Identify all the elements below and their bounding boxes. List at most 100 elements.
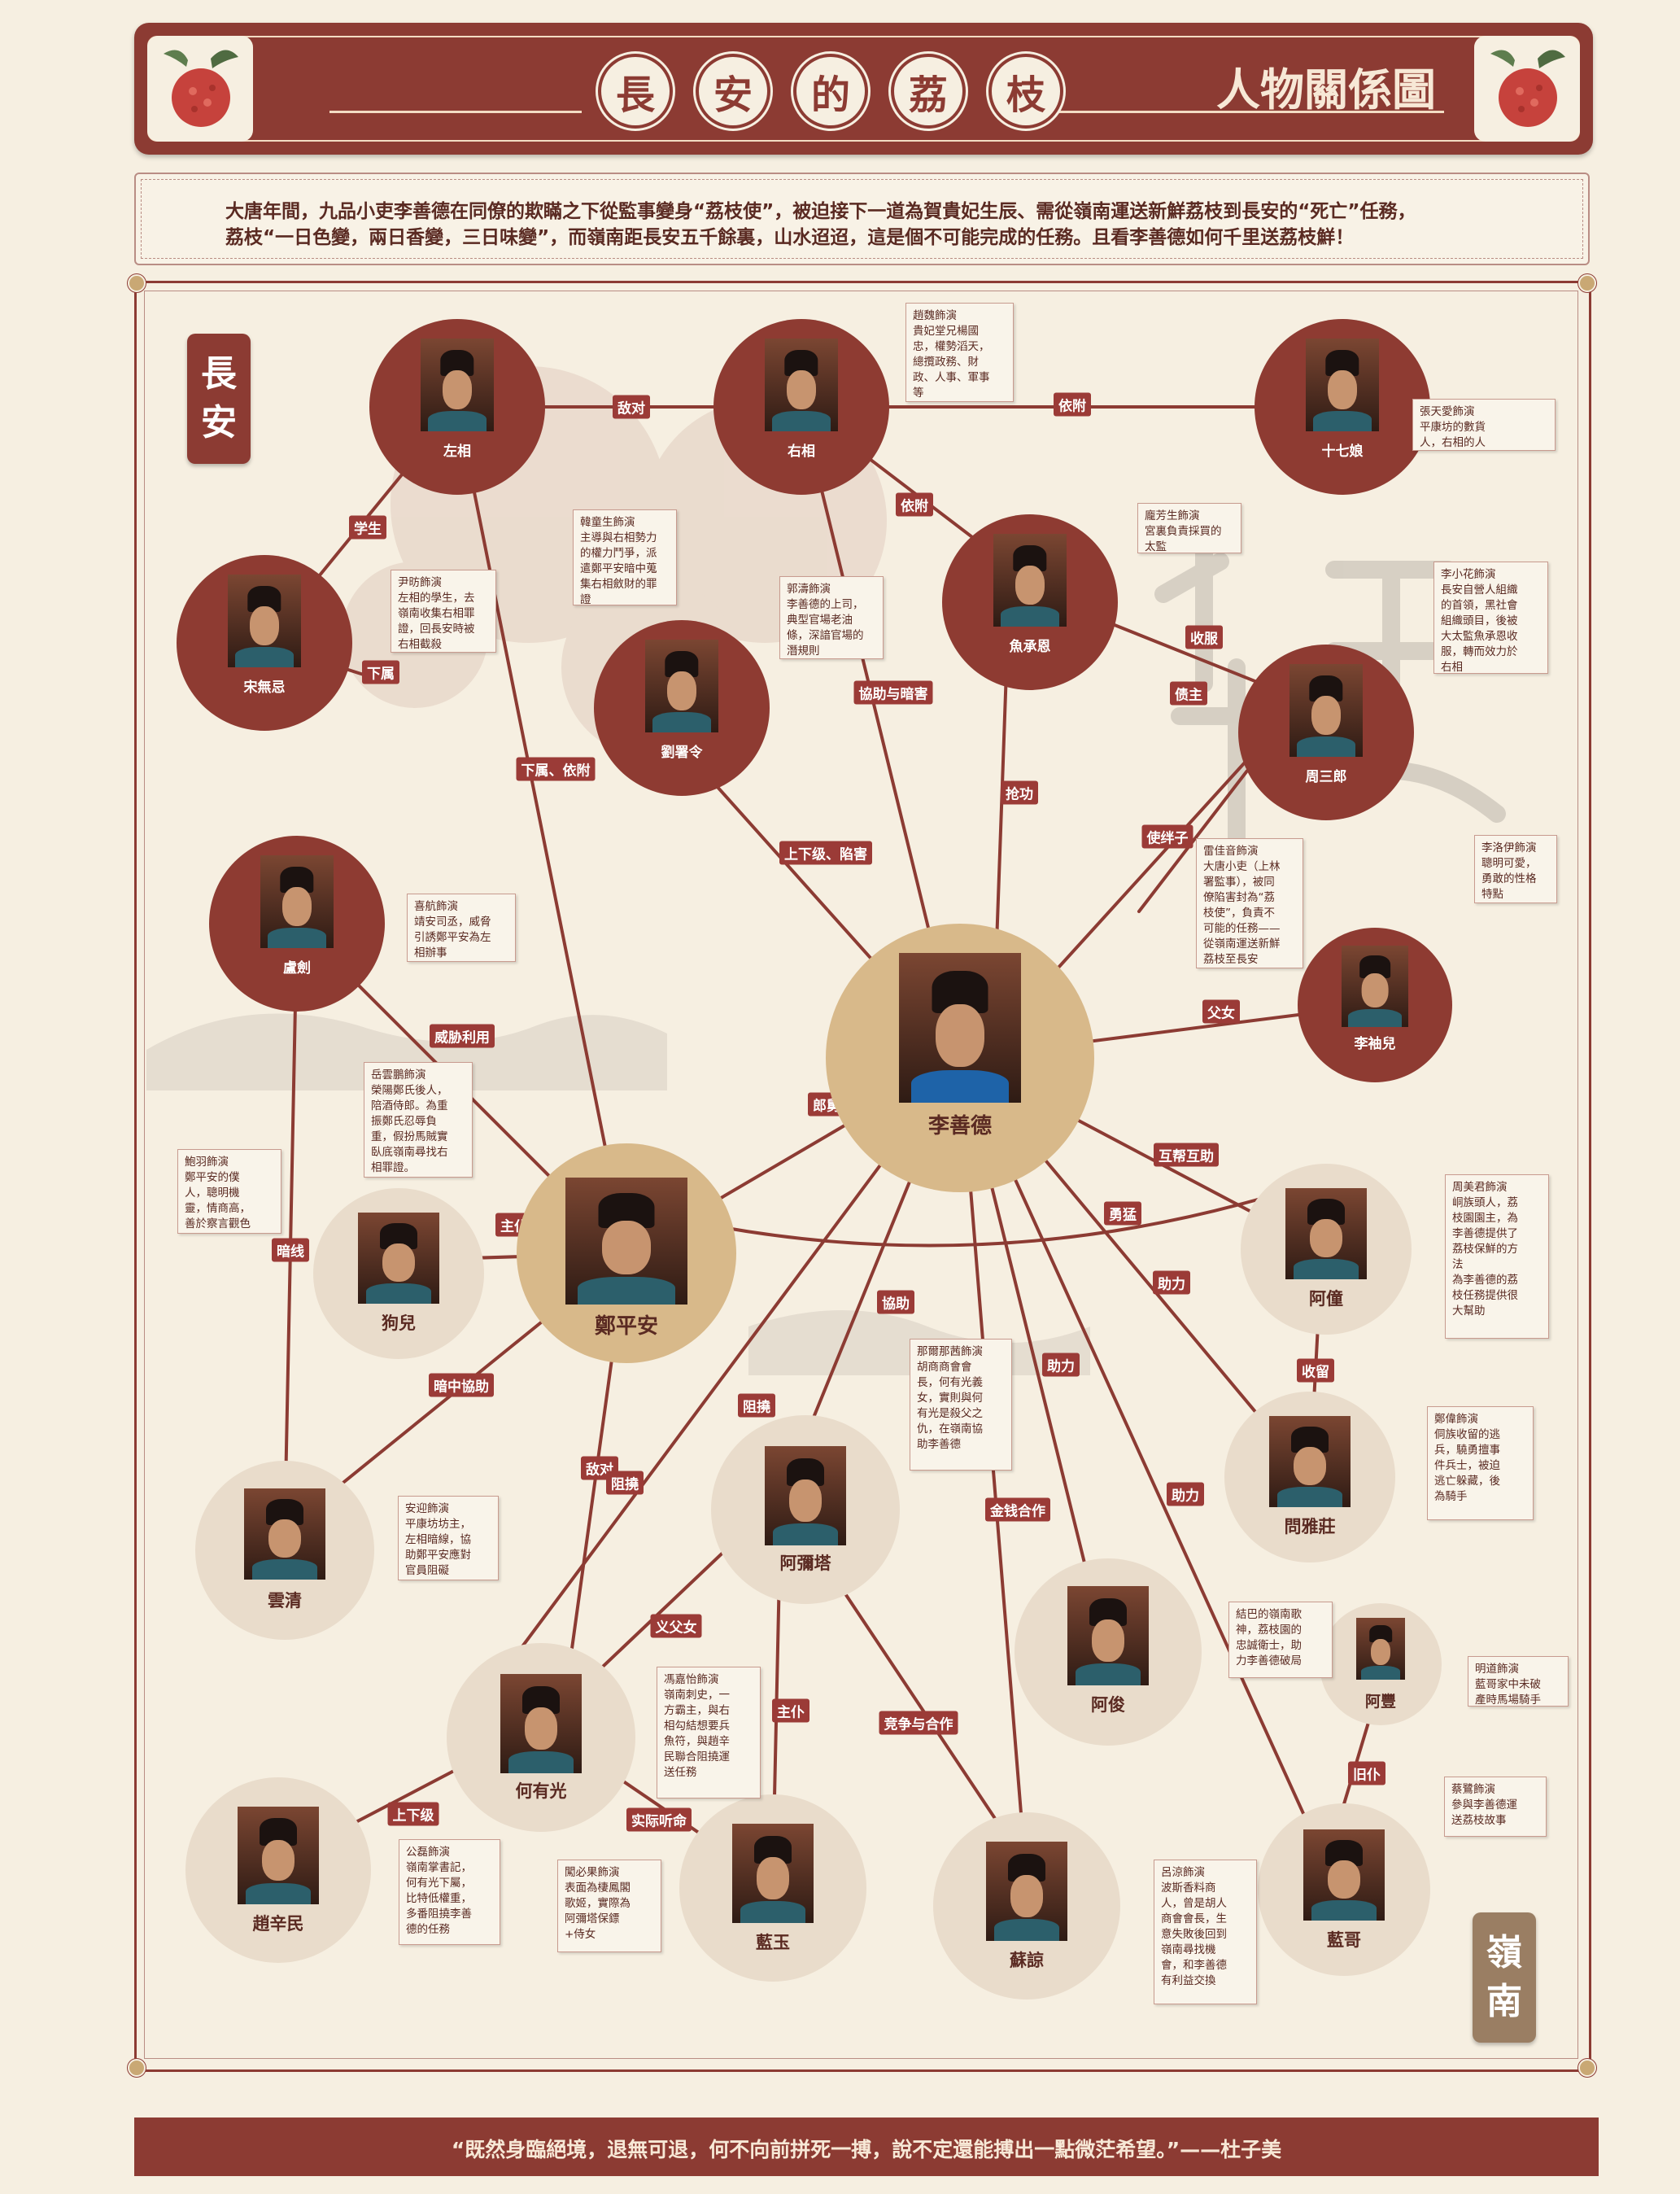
relation-label: 上下级、陷害 (779, 841, 872, 865)
node-name: 盧劍 (283, 960, 311, 977)
line-lishande-lange (958, 1056, 1328, 1865)
portrait (1356, 1618, 1405, 1680)
info-yuchengen: 龐芳生飾演 宮裏負責採買的 太監 (1137, 503, 1241, 553)
region-char: 嶺 (1486, 1932, 1522, 1973)
relation-label: 实际听命 (626, 1807, 692, 1832)
relation-label: 下属 (362, 660, 399, 684)
node-name: 藍哥 (1327, 1930, 1361, 1950)
node-atong[interactable]: 阿僮 (1241, 1164, 1412, 1335)
node-ayata[interactable]: 阿彌塔 (711, 1415, 900, 1604)
portrait (500, 1674, 582, 1773)
node-suliang[interactable]: 蘇諒 (933, 1812, 1120, 2000)
relation-label: 旧仆 (1348, 1761, 1385, 1785)
portrait (228, 575, 301, 667)
info-liushuling: 郭濤飾演 李善德的上司， 典型官場老油 條，深諳官場的 潛規則 (779, 576, 884, 659)
relation-label: 义父女 (650, 1614, 702, 1638)
relation-label: 暗线 (272, 1238, 309, 1262)
node-name: 阿豐 (1364, 1693, 1396, 1711)
node-youxiang[interactable]: 右相 (713, 319, 889, 495)
portrait (765, 339, 838, 431)
node-zhengpingan[interactable]: 鄭平安 (517, 1143, 736, 1363)
relation-label: 協助与暗害 (853, 680, 933, 705)
header-line-right (1005, 111, 1444, 113)
relation-label: 上下级 (387, 1802, 439, 1826)
portrait (260, 855, 334, 948)
node-name: 阿俊 (1091, 1695, 1125, 1715)
portrait (1285, 1188, 1367, 1279)
node-name: 何有光 (515, 1781, 567, 1801)
corner-dot (128, 2059, 146, 2077)
info-suliang: 呂涼飾演 波斯香料商 人，曾是胡人 商會會長，生 意失敗後回到 嶺南尋找機 會，… (1154, 1860, 1257, 2004)
title-char: 長 (598, 54, 673, 129)
relation-label: 依附 (896, 492, 933, 517)
node-songwuji[interactable]: 宋無忌 (177, 555, 352, 731)
header-line-left (329, 111, 582, 113)
info-lixiuer: 李洛伊飾演 聰明可愛， 勇敢的性格 特點 (1474, 835, 1557, 903)
portrait (1303, 1829, 1385, 1921)
node-name: 狗兒 (382, 1313, 416, 1333)
node-lishande[interactable]: 李善德 (826, 924, 1094, 1192)
node-zuoxiang[interactable]: 左相 (369, 319, 545, 495)
corner-dot (1578, 274, 1596, 292)
node-zhaoxinmin[interactable]: 趙辛民 (185, 1777, 371, 1963)
portrait (1342, 946, 1408, 1027)
node-name: 劉署令 (661, 745, 703, 761)
node-hyouguang[interactable]: 何有光 (447, 1643, 635, 1832)
portrait (1067, 1586, 1149, 1685)
node-liushuling[interactable]: 劉署令 (594, 620, 770, 796)
relation-label: 勇猛 (1104, 1201, 1141, 1226)
relation-label: 助力 (1042, 1353, 1080, 1377)
info-lushi: 喜航飾演 靖安司丞，威脅 引誘鄭平安為左 相辦事 (407, 894, 516, 962)
relation-label: 互帮互助 (1154, 1143, 1219, 1167)
footer-quote-bar: “既然身臨絕境，退無可退，何不向前拼死一搏，說不定還能搏出一點微茫希望。”——杜… (134, 2118, 1599, 2176)
header-banner: 長 安 的 荔 枝 人物關係圖 (134, 23, 1593, 155)
relation-label: 竞争与合作 (879, 1711, 958, 1735)
info-zhaoxinmin: 公磊飾演 嶺南掌書記， 何有光下屬， 比特低權重， 多番阻撓李善 德的任務 (399, 1839, 500, 1945)
info-hyouguang: 馮嘉怡飾演 嶺南刺史，一 方霸主，與右 相勾結想要兵 魚符，與趙辛 民聯合阻撓運… (657, 1667, 761, 1798)
info-yunqing: 安迎飾演 平康坊坊主， 左相暗線，協 助鄭平安應對 官員阻礙 (398, 1496, 499, 1580)
node-name: 阿彌塔 (779, 1554, 831, 1573)
portrait (238, 1807, 319, 1904)
relation-label: 抢功 (1001, 780, 1038, 805)
title-char: 枝 (988, 54, 1063, 129)
info-wenyazhuang: 鄭偉飾演 侗族收留的逃 兵，驍勇擅事 件兵士，被迫 逃亡躲藏，後 為騎手 (1427, 1406, 1534, 1520)
node-wenyazhuang[interactable]: 問雅莊 (1224, 1392, 1395, 1562)
relation-label: 助力 (1153, 1270, 1190, 1295)
region-char: 南 (1486, 1981, 1522, 2022)
node-name: 周三郎 (1305, 769, 1347, 785)
diagram-frame-inner (144, 291, 1578, 2059)
node-lixiuer[interactable]: 李袖兒 (1298, 928, 1452, 1082)
litchi-left (147, 36, 253, 142)
relation-label: 金钱合作 (985, 1497, 1050, 1522)
node-lanyu[interactable]: 藍玉 (679, 1794, 866, 1982)
portrait (645, 640, 718, 732)
node-afeng[interactable]: 阿豐 (1320, 1603, 1442, 1725)
description-box: 大唐年間，九品小吏李善德在同僚的欺瞞之下從監事變身“荔枝使”，被迫接下一道為賀貴… (134, 173, 1590, 265)
node-name: 魚承恩 (1009, 639, 1051, 655)
node-name: 問雅莊 (1284, 1517, 1336, 1536)
relation-label: 助力 (1167, 1482, 1204, 1506)
node-name: 雲清 (268, 1591, 302, 1611)
portrait (421, 339, 494, 431)
node-zhousanlang[interactable]: 周三郎 (1238, 645, 1414, 820)
node-name: 鄭平安 (594, 1314, 658, 1339)
node-gouer[interactable]: 狗兒 (313, 1188, 484, 1359)
litchi-right (1474, 36, 1580, 142)
portrait (1269, 1416, 1351, 1507)
node-yunqing[interactable]: 雲清 (195, 1461, 374, 1640)
relation-label: 学生 (349, 515, 386, 540)
relation-label: 暗中協助 (429, 1373, 494, 1397)
relation-label: 下属、依附 (516, 757, 596, 781)
info-atong: 周美君飾演 峒族頭人，荔 枝園園主，為 李善德提供了 荔枝保鮮的方 法 為李善德… (1445, 1174, 1549, 1339)
node-shiqiniang[interactable]: 十七娘 (1255, 319, 1430, 495)
node-name: 李袖兒 (1354, 1036, 1396, 1052)
node-ajun[interactable]: 阿俊 (1015, 1558, 1202, 1746)
node-lange[interactable]: 藍哥 (1258, 1803, 1430, 1976)
line-lishande-hyouguang (462, 1056, 962, 1727)
description-line-2: 荔枝“一日色變，兩日香變，三日味變”，而嶺南距長安五千餘裏，山水迢迢，這是個不可… (225, 227, 1355, 248)
node-yuchengen[interactable]: 魚承恩 (942, 514, 1118, 690)
node-lushi[interactable]: 盧劍 (209, 836, 385, 1012)
title-char: 安 (696, 54, 770, 129)
corner-dot (1578, 2059, 1596, 2077)
relation-label: 主仆 (772, 1698, 809, 1723)
